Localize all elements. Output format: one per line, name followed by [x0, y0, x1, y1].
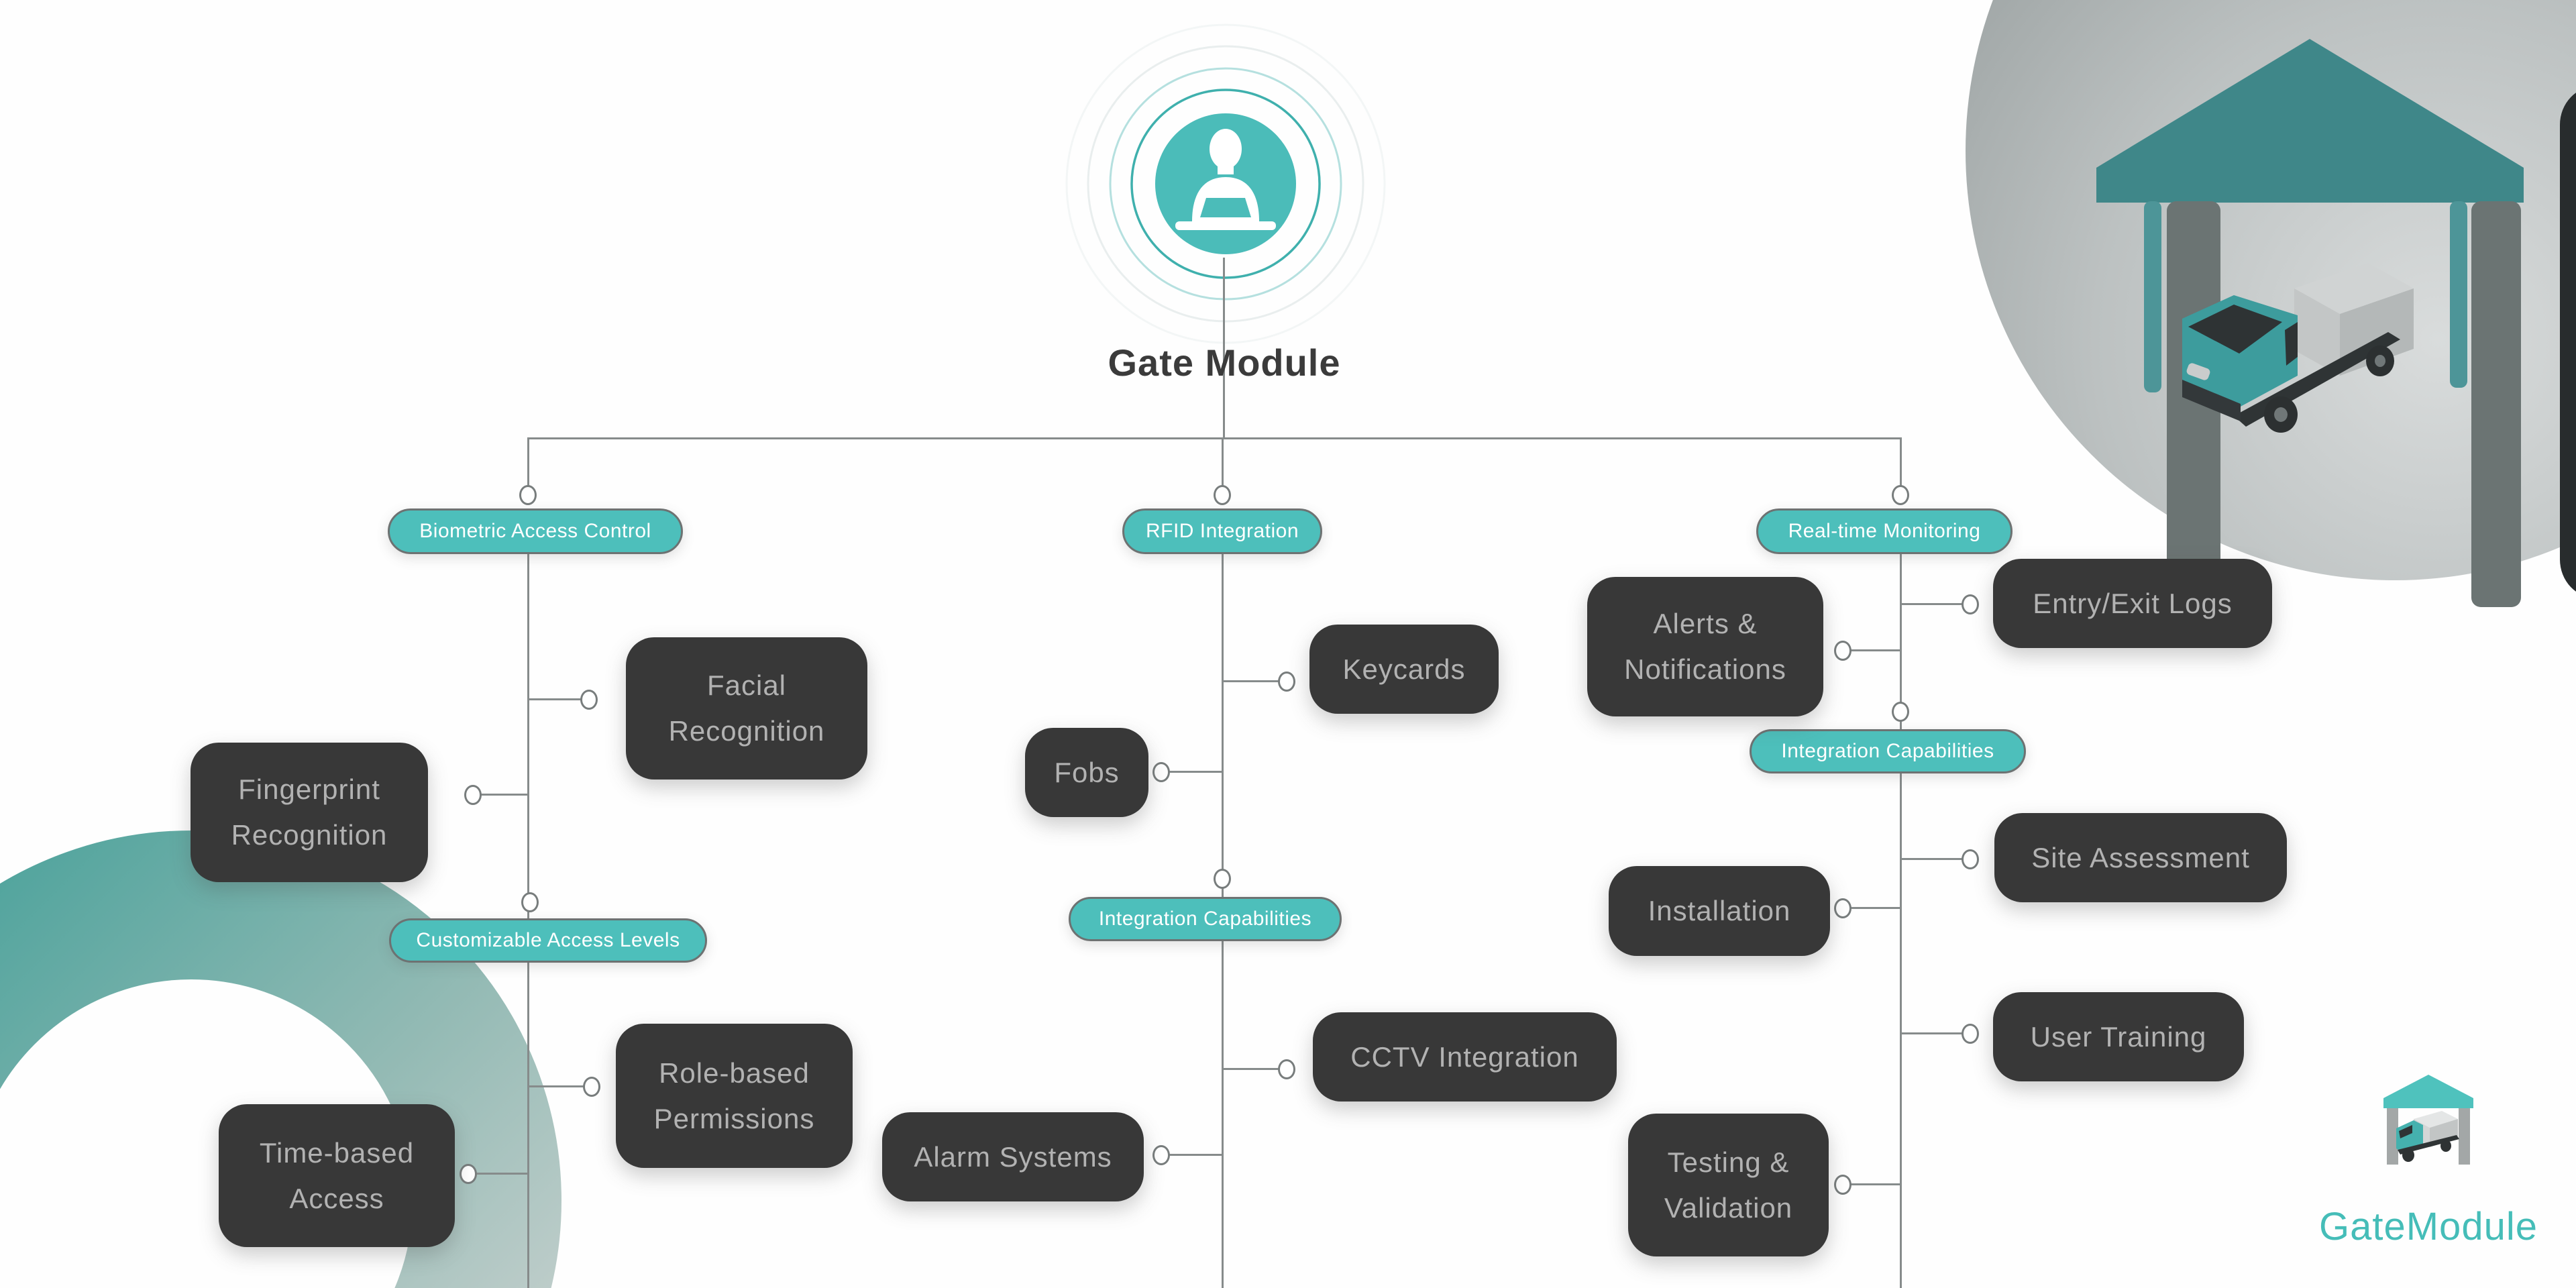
- node-time-based-access[interactable]: Time-based Access: [219, 1104, 455, 1247]
- edge-entry: [1902, 603, 1963, 605]
- dot-customizable: [521, 892, 539, 912]
- node-user-training[interactable]: User Training: [1993, 992, 2244, 1081]
- node-biometric-access-control[interactable]: Biometric Access Control: [388, 508, 683, 554]
- dark-device-edge: [2560, 93, 2576, 592]
- edge-fobs: [1169, 771, 1223, 773]
- dot-fobs: [1152, 762, 1170, 782]
- edge-branch3-drop: [1900, 437, 1902, 486]
- dot-alerts: [1834, 641, 1851, 661]
- edge-fingerprint: [480, 794, 529, 796]
- edge-facial: [529, 698, 582, 700]
- dot-training: [1962, 1024, 1979, 1044]
- root-node-graphic: [1065, 23, 1386, 344]
- node-integration-capabilities-mid[interactable]: Integration Capabilities: [1069, 897, 1342, 941]
- dot-facial: [580, 690, 598, 710]
- edge-alarm: [1169, 1154, 1223, 1156]
- dot-time: [460, 1164, 477, 1184]
- edge-keycards: [1224, 680, 1279, 682]
- edge-branch2-drop: [1222, 437, 1224, 486]
- warehouse-gate-truck-illustration: [1966, 0, 2576, 607]
- edge-branch3-trunk: [1900, 554, 1902, 1288]
- edge-root-horizontal: [528, 437, 1902, 439]
- edge-branch1-drop: [527, 437, 529, 486]
- node-rfid-integration[interactable]: RFID Integration: [1122, 508, 1322, 554]
- dot-biometric: [519, 485, 537, 505]
- edge-time: [475, 1173, 529, 1175]
- node-alarm-systems[interactable]: Alarm Systems: [882, 1112, 1144, 1201]
- truck-illustration: [2182, 263, 2414, 433]
- edge-alerts: [1850, 649, 1901, 651]
- node-installation[interactable]: Installation: [1609, 866, 1830, 956]
- person-at-desk-icon: [1175, 129, 1276, 230]
- dot-realtime: [1892, 485, 1909, 505]
- node-fingerprint-recognition[interactable]: Fingerprint Recognition: [191, 743, 428, 882]
- dot-role: [583, 1077, 600, 1097]
- node-keycards[interactable]: Keycards: [1309, 625, 1499, 714]
- node-cctv-integration[interactable]: CCTV Integration: [1313, 1012, 1617, 1102]
- node-real-time-monitoring[interactable]: Real-time Monitoring: [1756, 508, 2012, 554]
- dot-alarm: [1152, 1145, 1170, 1165]
- dot-install: [1834, 898, 1851, 918]
- dot-keycards: [1278, 672, 1295, 692]
- gate-truck-icon: [2383, 1075, 2473, 1165]
- node-testing-validation[interactable]: Testing & Validation: [1628, 1114, 1829, 1256]
- node-customizable-access-levels[interactable]: Customizable Access Levels: [389, 918, 707, 963]
- edge-site: [1902, 858, 1963, 860]
- dot-entry: [1962, 594, 1979, 614]
- dot-integration-mid: [1214, 869, 1231, 889]
- node-facial-recognition[interactable]: Facial Recognition: [626, 637, 867, 780]
- edge-testing: [1850, 1183, 1901, 1185]
- gate-roof: [2096, 39, 2524, 203]
- illustration-circle: [1966, 0, 2576, 580]
- dot-fingerprint: [464, 785, 482, 805]
- dot-cctv: [1278, 1059, 1295, 1079]
- node-site-assessment[interactable]: Site Assessment: [1994, 813, 2287, 902]
- edge-training: [1902, 1032, 1963, 1034]
- node-alerts-notifications[interactable]: Alerts & Notifications: [1587, 577, 1823, 716]
- root-node-label[interactable]: Gate Module: [1108, 341, 1341, 384]
- edge-role: [529, 1085, 584, 1087]
- edge-cctv: [1224, 1068, 1279, 1070]
- node-entry-exit-logs[interactable]: Entry/Exit Logs: [1993, 559, 2272, 648]
- edge-install: [1850, 907, 1901, 909]
- dot-rfid: [1214, 485, 1231, 505]
- brand-logo-text: GateModule: [2319, 1204, 2538, 1248]
- edge-root-down: [1223, 258, 1225, 439]
- dot-integration-right: [1892, 702, 1909, 722]
- dot-site: [1962, 849, 1979, 869]
- dot-testing: [1834, 1175, 1851, 1195]
- node-role-based-permissions[interactable]: Role-based Permissions: [616, 1024, 853, 1168]
- node-fobs[interactable]: Fobs: [1025, 728, 1148, 817]
- node-integration-capabilities-right[interactable]: Integration Capabilities: [1750, 729, 2026, 773]
